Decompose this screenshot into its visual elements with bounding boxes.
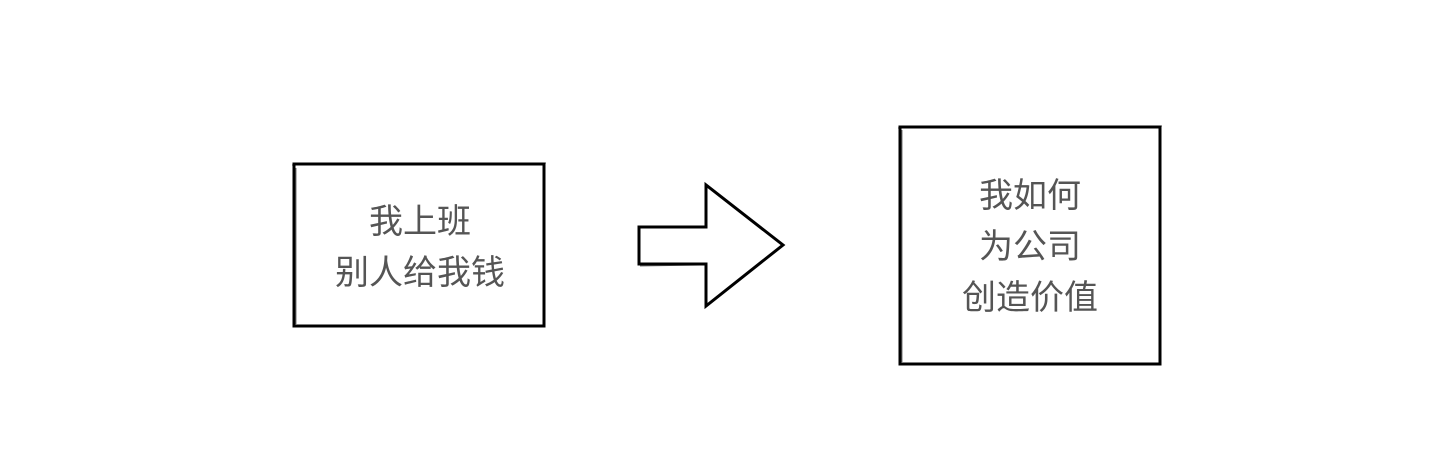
right-box-line-3: 创造价值 xyxy=(962,278,1098,318)
right-box-line-1: 我如何 xyxy=(979,176,1081,216)
arrow-right-icon xyxy=(637,181,786,310)
left-box-line-1: 我上班 xyxy=(369,202,471,242)
left-box-line-2: 别人给我钱 xyxy=(335,253,505,293)
arrow-sketch-line xyxy=(639,225,705,229)
right-box-line-2: 为公司 xyxy=(979,227,1081,267)
right-box: 我如何 为公司 创造价值 xyxy=(897,125,1163,366)
right-box-sketch-line xyxy=(897,125,1163,129)
arrow-right xyxy=(637,181,786,310)
left-box-frame xyxy=(292,162,546,328)
left-box-sketch-line xyxy=(291,162,547,166)
arrow-sketch-line xyxy=(639,264,701,267)
left-box: 我上班 别人给我钱 xyxy=(291,162,547,328)
